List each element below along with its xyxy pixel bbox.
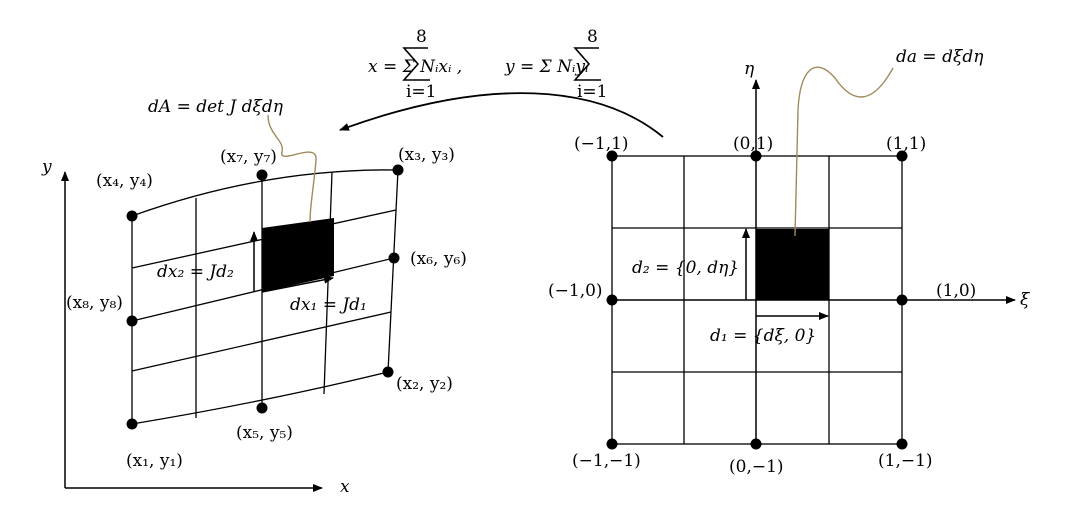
dx1-label: dx₁ = Jd₁: [290, 295, 367, 315]
node-3: [392, 164, 404, 176]
physical-nodes: [126, 164, 404, 430]
bottom-edge: [131, 371, 389, 425]
sum-upper-y: 8: [587, 27, 598, 47]
top-edge: [131, 169, 399, 217]
dA-leader-line: [267, 114, 317, 223]
node-8-label: (x₈, y₈): [66, 293, 123, 313]
ref-node-5-label: (0,−1): [729, 457, 784, 477]
right-edge: [387, 169, 399, 373]
ref-node-2: [896, 438, 908, 450]
dx2-label: dx₂ = Jd₂: [157, 262, 234, 282]
summation-signs: [402, 47, 601, 81]
ref-node-6-label: (1,0): [936, 281, 976, 301]
y-axis-label-text: y: [41, 157, 52, 177]
ref-node-1-label: (−1,−1): [572, 451, 641, 471]
node-2-label: (x₂, y₂): [396, 374, 453, 394]
mapping-equations: x = Σ Nᵢxᵢ , y = Σ Nᵢyᵢ 8 i=1 8 i=1: [368, 27, 608, 102]
reference-shaded-cell: [756, 229, 829, 300]
eta-axis-label: η: [744, 59, 755, 79]
ref-node-8: [606, 294, 618, 306]
ref-node-7: [750, 150, 762, 162]
node-4: [126, 210, 138, 222]
ref-node-3: [896, 150, 908, 162]
ref-node-1: [606, 438, 618, 450]
physical-element: x y x dx₂ = Jd₂ dx₁ = Jd₁: [41, 97, 467, 497]
ref-node-8-label: (−1,0): [548, 281, 603, 301]
d2-label: d₂ = {0, dη}: [632, 258, 739, 278]
mesh-v3: [323, 171, 333, 395]
mapping-arrow: [339, 92, 664, 138]
node-1: [126, 418, 138, 430]
y-map-equation: y = Σ Nᵢyᵢ: [504, 57, 588, 77]
sum-upper-x: 8: [416, 27, 427, 47]
node-4-label: (x₄, y₄): [96, 171, 153, 191]
da-equation: da = dξdη: [896, 47, 984, 67]
dA-equation: dA = det J dξdη: [148, 97, 284, 117]
node-5-label: (x₅, y₅): [236, 423, 293, 443]
ref-node-4-label: (−1,1): [574, 134, 629, 154]
node-8: [126, 315, 138, 327]
node-1-label: (x₁, y₁): [126, 451, 183, 471]
sigma-y-icon: [573, 47, 601, 81]
node-5: [256, 402, 268, 414]
reference-nodes: [606, 150, 908, 450]
node-2: [382, 366, 394, 378]
node-3-label: (x₃, y₃): [398, 145, 455, 165]
sigma-x-icon: [402, 47, 430, 81]
x-axis-label: x: [340, 477, 350, 497]
dx1-vector: [261, 275, 334, 293]
d1-label: d₁ = {dξ, 0}: [710, 326, 816, 346]
sum-lower-x: i=1: [406, 82, 437, 102]
node-7-label: (x₇, y₇): [220, 147, 277, 167]
physical-shaded-cell: [262, 218, 334, 292]
ref-node-6: [896, 294, 908, 306]
sum-lower-y: i=1: [577, 82, 608, 102]
node-7: [256, 169, 268, 181]
ref-node-5: [750, 438, 762, 450]
da-leader-line: [794, 66, 894, 237]
node-6-label: (x₆, y₆): [410, 249, 467, 269]
xi-axis-label: ξ: [1020, 290, 1031, 310]
ref-node-4: [606, 150, 618, 162]
node-6: [388, 252, 400, 264]
ref-node-2-label: (1,−1): [878, 451, 933, 471]
ref-node-3-label: (1,1): [886, 134, 926, 154]
ref-node-7-label: (0,1): [733, 134, 773, 154]
reference-element: η ξ d₁ = {dξ, 0} d₂ = {0, dη} (−1,−1) (0…: [548, 47, 1031, 477]
